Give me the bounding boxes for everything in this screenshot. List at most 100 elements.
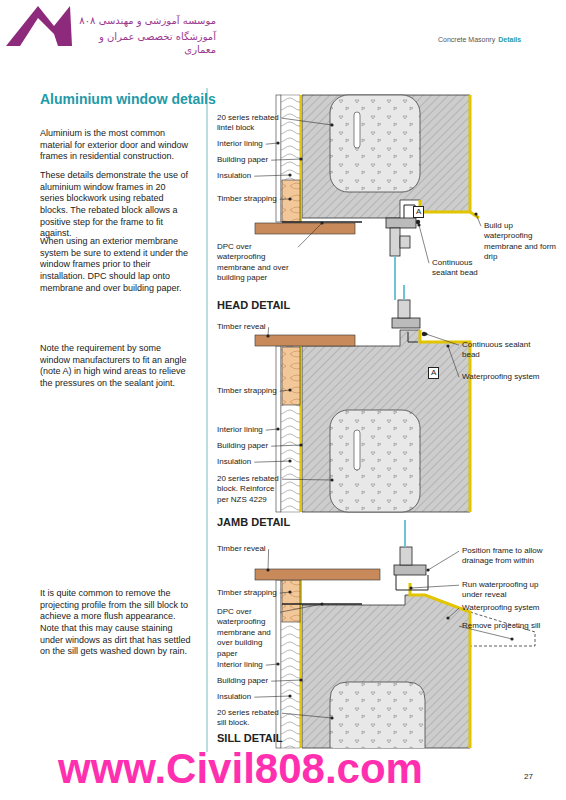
detail-title: SILL DETAIL bbox=[217, 731, 283, 745]
logo-text: آموزشگاه تخصصی عمران و معماری bbox=[76, 30, 216, 56]
part-label: Building paper bbox=[217, 155, 268, 165]
leader-dot bbox=[446, 616, 449, 619]
running-head: Concrete Masonry bbox=[438, 35, 495, 44]
leader-dot bbox=[288, 197, 291, 200]
part-label: Remove projecting sill bbox=[462, 621, 557, 631]
leader-dot bbox=[299, 443, 302, 446]
leader-dot bbox=[276, 141, 279, 144]
leader-dot bbox=[299, 157, 302, 160]
leader-dot bbox=[446, 344, 449, 347]
note-callout: A bbox=[428, 367, 439, 379]
logo bbox=[6, 6, 72, 46]
part-label: 20 series rebated block. Reinforce per N… bbox=[217, 474, 279, 505]
leader-line bbox=[268, 549, 270, 570]
page-title: Aluminium window details bbox=[40, 90, 216, 108]
leader-line bbox=[266, 664, 278, 665]
part-label: Timber reveal bbox=[217, 322, 266, 332]
running-head: Details bbox=[498, 35, 521, 44]
leader-dot bbox=[424, 332, 427, 335]
part-label: Waterproofing system bbox=[462, 372, 557, 382]
leader-line bbox=[448, 346, 459, 377]
leader-line bbox=[298, 223, 322, 247]
page-number: 27 bbox=[524, 772, 533, 782]
leader-line bbox=[419, 225, 429, 263]
leader-line bbox=[280, 604, 322, 612]
part-label: Interior lining bbox=[217, 425, 263, 435]
leader-line bbox=[282, 713, 332, 718]
part-label: Waterproofing system bbox=[462, 603, 557, 613]
body-text: It is quite common to remove the project… bbox=[40, 588, 192, 658]
part-label: Building paper bbox=[217, 441, 268, 451]
leader-dot bbox=[288, 459, 291, 462]
part-label: Interior lining bbox=[217, 660, 263, 670]
part-label: Insulation bbox=[217, 457, 251, 467]
part-label: 20 series rebated lintel block bbox=[217, 113, 279, 134]
part-label: Insulation bbox=[217, 171, 251, 181]
jamb-detail bbox=[255, 285, 470, 512]
leader-dot bbox=[288, 173, 291, 176]
part-label: Interior lining bbox=[217, 139, 263, 149]
callout-letter: A bbox=[416, 207, 421, 216]
part-label: DPC over waterproofing membrane and over… bbox=[217, 607, 277, 659]
leader-dot bbox=[266, 568, 269, 571]
detail-title: HEAD DETAIL bbox=[217, 298, 290, 312]
leader-dot bbox=[276, 427, 279, 430]
leader-dot bbox=[474, 212, 477, 215]
callout-letter: A bbox=[431, 368, 436, 377]
leader-line bbox=[254, 461, 290, 462]
part-label: Timber strapping bbox=[217, 386, 277, 396]
leader-dot bbox=[288, 694, 291, 697]
part-label: Building paper bbox=[217, 676, 268, 686]
part-label: Run waterproofing up under reveal bbox=[462, 580, 552, 601]
detail-title: JAMB DETAIL bbox=[217, 515, 290, 529]
leader-dot bbox=[330, 478, 333, 481]
leader-dot bbox=[409, 586, 412, 589]
leader-line bbox=[271, 680, 301, 681]
leader-dot bbox=[320, 602, 323, 605]
part-label: Position frame to allow drainage from wi… bbox=[462, 546, 552, 567]
part-label: Continuous sealant bead bbox=[432, 258, 492, 279]
leader-dot bbox=[288, 590, 291, 593]
part-label: Timber reveal bbox=[217, 544, 266, 554]
leader-dot bbox=[266, 334, 269, 337]
leader-dot bbox=[510, 637, 513, 640]
part-label: Timber strapping bbox=[217, 194, 277, 204]
leader-line bbox=[426, 334, 459, 345]
leader-line bbox=[266, 429, 278, 430]
watermark: www.Civil808.com bbox=[58, 748, 423, 790]
leader-dot bbox=[426, 568, 429, 571]
leader-dot bbox=[320, 221, 323, 224]
leader-dot bbox=[330, 123, 333, 126]
part-label: Build up waterproofing membrane and form… bbox=[484, 221, 559, 263]
logo-text: موسسه آموزشی و مهندسی ۸۰۸ bbox=[76, 14, 216, 27]
leader-dot bbox=[299, 678, 302, 681]
body-text: Note the requirement by some window manu… bbox=[40, 343, 192, 390]
leader-line bbox=[428, 551, 459, 570]
body-text: Aluminium is the most common material fo… bbox=[40, 128, 192, 163]
leader-line bbox=[271, 445, 301, 446]
leader-dot bbox=[288, 388, 291, 391]
leader-line bbox=[254, 175, 290, 176]
part-label: 20 series rebated sill block. bbox=[217, 708, 279, 729]
leader-line bbox=[282, 479, 332, 481]
part-label: Continuous sealant bead bbox=[462, 340, 532, 361]
part-label: DPC over waterproofing membrane and over… bbox=[217, 242, 295, 284]
leader-dot bbox=[276, 662, 279, 665]
leader-line bbox=[448, 608, 459, 618]
leader-line bbox=[271, 159, 301, 160]
leader-line bbox=[282, 118, 332, 125]
part-label: Insulation bbox=[217, 692, 251, 702]
column-rule bbox=[207, 88, 208, 752]
leader-dot bbox=[330, 716, 333, 719]
leader-line bbox=[254, 696, 290, 697]
leader-line bbox=[476, 214, 481, 226]
leader-line bbox=[411, 585, 459, 588]
note-callout: A bbox=[413, 206, 424, 218]
part-label: Timber strapping bbox=[217, 588, 277, 598]
leader-dot bbox=[417, 223, 420, 226]
body-text: When using an exterior membrane system b… bbox=[40, 236, 192, 294]
leader-line bbox=[266, 143, 278, 144]
body-text: These details demonstrate the use of alu… bbox=[40, 170, 192, 240]
